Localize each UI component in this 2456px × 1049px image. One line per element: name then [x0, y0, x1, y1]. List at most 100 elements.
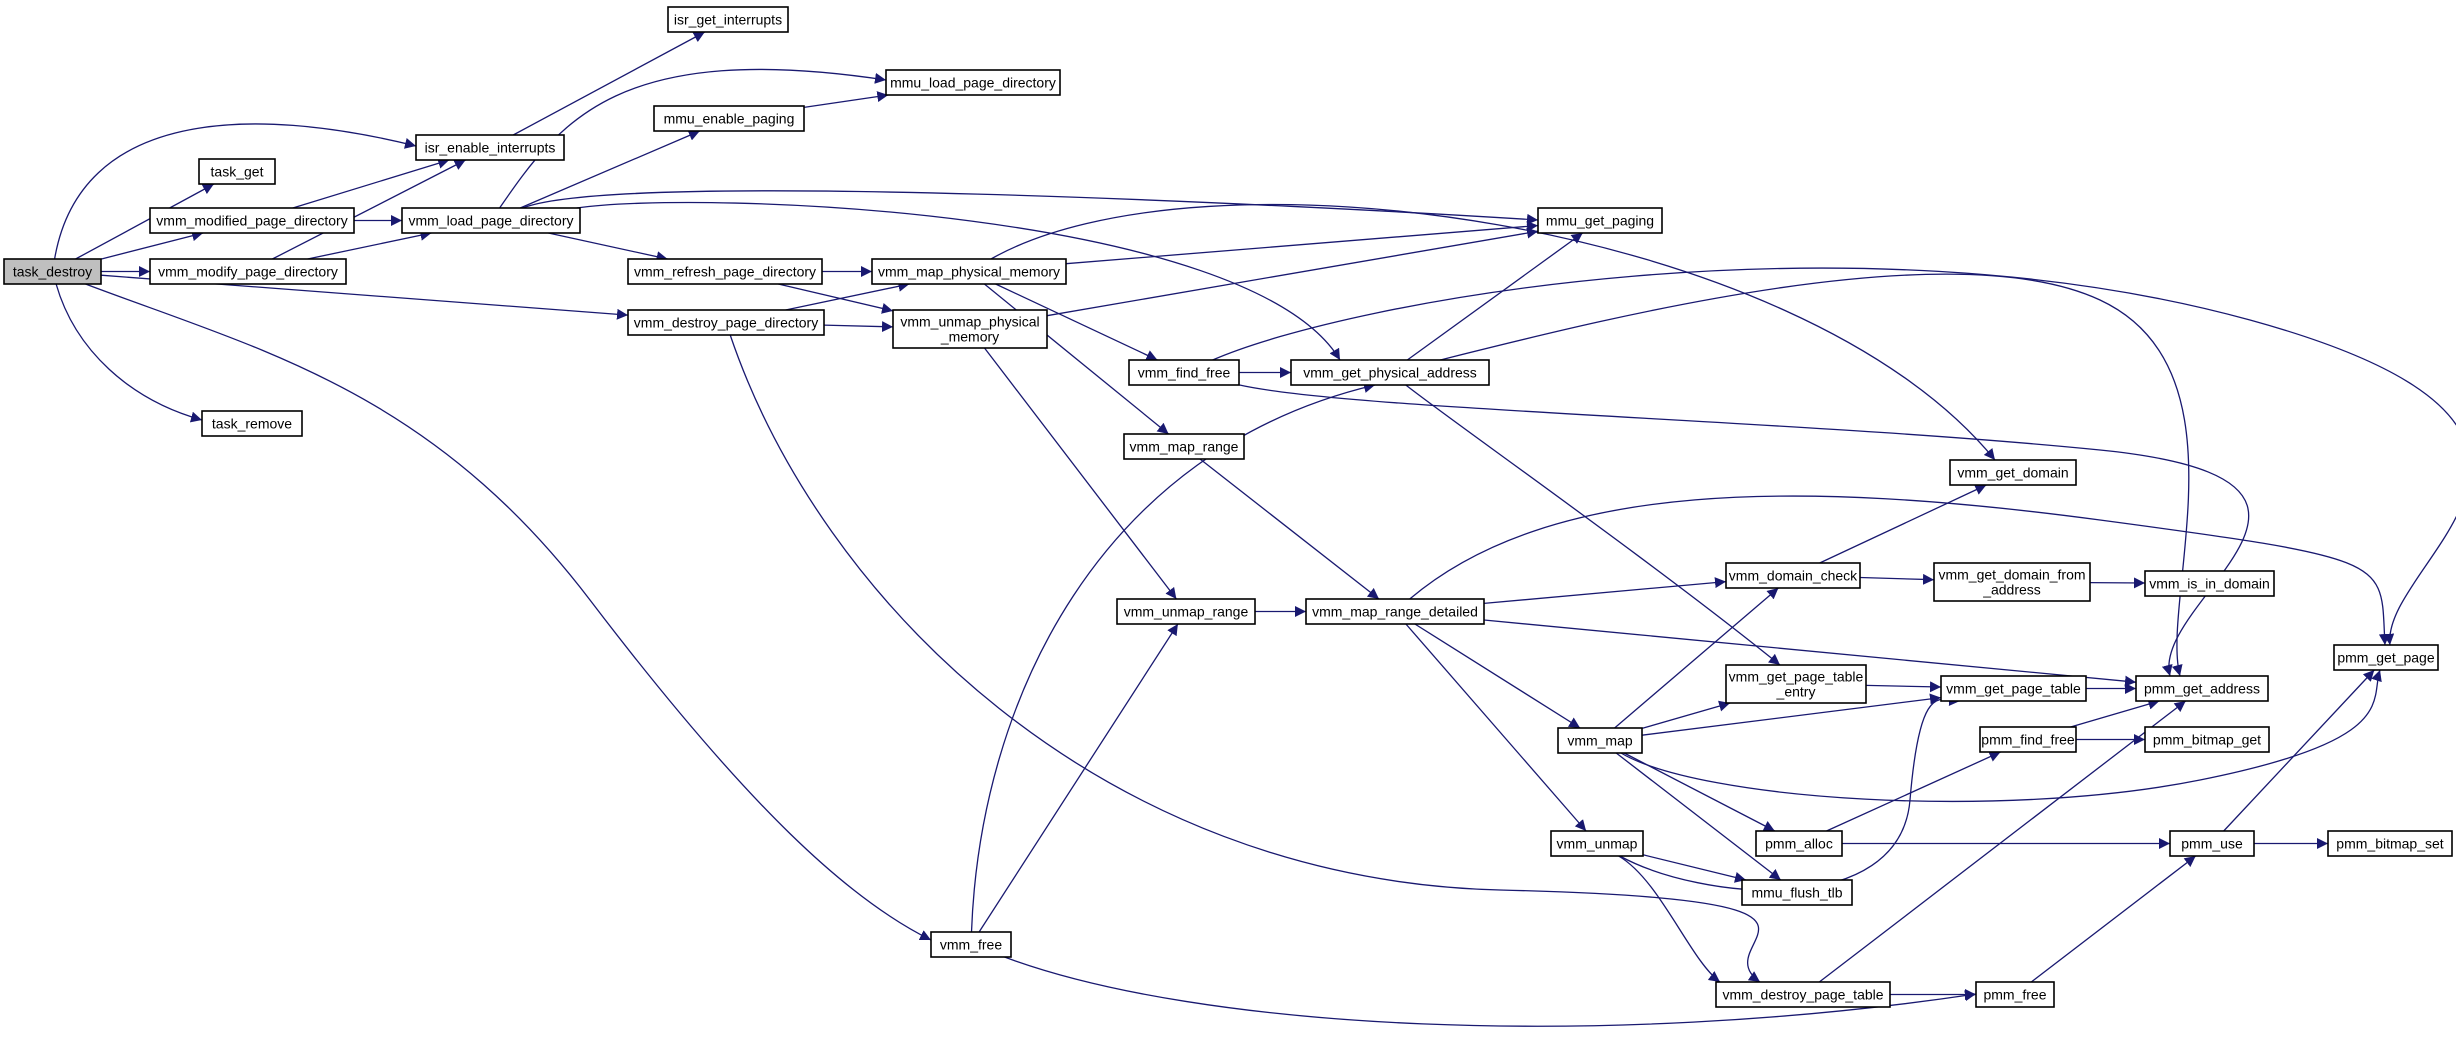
edge-vmm_get_page_table_entry-to-vmm_get_page_table	[1865, 681, 1942, 693]
node-vmm_domain_check[interactable]: vmm_domain_check	[1725, 562, 1861, 589]
edge-vmm_unmap-to-vmm_get_page_table	[1619, 694, 1961, 891]
node-label: vmm_unmap	[1557, 836, 1638, 852]
node-vmm_map[interactable]: vmm_map	[1557, 727, 1643, 754]
node-pmm_alloc[interactable]: pmm_alloc	[1755, 830, 1843, 857]
node-vmm_get_page_table[interactable]: vmm_get_page_table	[1940, 675, 2087, 702]
edge-isr_enable_interrupts-to-isr_get_interrupts	[512, 31, 706, 136]
node-mmu_get_paging[interactable]: mmu_get_paging	[1537, 207, 1663, 234]
node-vmm_map_physical_memory[interactable]: vmm_map_physical_memory	[871, 258, 1067, 285]
node-pmm_free[interactable]: pmm_free	[1975, 981, 2055, 1008]
edge-vmm_free-to-vmm_unmap_range	[978, 623, 1179, 933]
node-task_get[interactable]: task_get	[198, 158, 276, 185]
edge-vmm_map_range_detailed-to-vmm_unmap	[1405, 623, 1587, 832]
node-label: vmm_get_page_table	[1946, 681, 2081, 697]
edge-task_destroy-to-vmm_free	[85, 283, 932, 941]
edge-vmm_find_free-to-pmm_get_page	[1212, 267, 2456, 646]
node-box	[2327, 830, 2453, 857]
edge-vmm_map_physical_memory-to-mmu_get_paging	[1065, 220, 1539, 265]
edge-vmm_map-to-vmm_get_page_table	[1641, 693, 1942, 736]
edge-task_destroy-to-isr_enable_interrupts	[53, 123, 417, 260]
node-label: vmm_refresh_page_directory	[634, 264, 816, 280]
node-label: vmm_get_domain	[1957, 465, 2068, 481]
edge-vmm_map-to-vmm_domain_check	[1614, 587, 1779, 729]
node-vmm_unmap_range[interactable]: vmm_unmap_range	[1116, 598, 1256, 625]
edge-vmm_modify_page_directory-to-isr_enable_interrupts	[272, 159, 466, 260]
node-label: vmm_map	[1567, 733, 1633, 749]
node-vmm_map_range[interactable]: vmm_map_range	[1123, 433, 1245, 460]
node-mmu_enable_paging[interactable]: mmu_enable_paging	[653, 105, 805, 132]
node-vmm_destroy_page_table[interactable]: vmm_destroy_page_table	[1715, 981, 1891, 1008]
node-label: vmm_map_range	[1130, 439, 1239, 455]
node-box	[1550, 830, 1644, 857]
node-task_destroy[interactable]: task_destroy	[3, 258, 102, 285]
node-label: vmm_get_domain_from	[1938, 567, 2085, 583]
node-label: task_destroy	[13, 264, 92, 280]
node-vmm_destroy_page_directory[interactable]: vmm_destroy_page_directory	[627, 309, 825, 336]
node-box	[1725, 562, 1861, 589]
node-box	[201, 410, 303, 437]
node-isr_enable_interrupts[interactable]: isr_enable_interrupts	[415, 134, 565, 161]
edge-vmm_load_page_directory-to-mmu_get_paging	[522, 190, 1539, 225]
node-vmm_unmap[interactable]: vmm_unmap	[1550, 830, 1644, 857]
edge-task_destroy-to-task_get	[75, 183, 215, 260]
edge-vmm_map-to-pmm_get_page	[1620, 669, 2382, 803]
node-box	[2333, 644, 2439, 671]
node-label: vmm_modified_page_directory	[156, 213, 347, 229]
edge-vmm_map_range_detailed-to-pmm_get_page	[1409, 495, 2390, 646]
node-vmm_get_domain_from_address[interactable]: vmm_get_domain_from_address	[1933, 562, 2091, 602]
edge-vmm_unmap_physical_memory-to-vmm_unmap_range	[983, 347, 1177, 600]
node-label: vmm_map_physical_memory	[878, 264, 1060, 280]
node-pmm_bitmap_get[interactable]: pmm_bitmap_get	[2144, 726, 2270, 753]
node-vmm_unmap_physical_memory[interactable]: vmm_unmap_physical_memory	[892, 309, 1048, 349]
node-vmm_get_page_table_entry[interactable]: vmm_get_page_table_entry	[1725, 664, 1867, 704]
edge-vmm_modify_page_directory-to-vmm_load_page_directory	[307, 229, 432, 260]
node-isr_get_interrupts[interactable]: isr_get_interrupts	[667, 6, 789, 33]
node-label: vmm_find_free	[1138, 365, 1231, 381]
node-pmm_use[interactable]: pmm_use	[2169, 830, 2255, 857]
edge-vmm_get_physical_address-to-mmu_get_paging	[1406, 232, 1584, 361]
node-box	[1557, 727, 1643, 754]
node-box	[149, 207, 355, 234]
node-vmm_refresh_page_directory[interactable]: vmm_refresh_page_directory	[627, 258, 823, 285]
node-label: pmm_free	[1983, 987, 2046, 1003]
edge-vmm_destroy_page_directory-to-vmm_destroy_page_table	[729, 334, 1761, 983]
edge-pmm_use-to-pmm_get_page	[2223, 669, 2375, 832]
node-vmm_map_range_detailed[interactable]: vmm_map_range_detailed	[1305, 598, 1485, 625]
node-mmu_flush_tlb[interactable]: mmu_flush_tlb	[1741, 879, 1853, 906]
node-vmm_load_page_directory[interactable]: vmm_load_page_directory	[401, 207, 581, 234]
node-vmm_get_domain[interactable]: vmm_get_domain	[1949, 459, 2077, 486]
node-pmm_bitmap_set[interactable]: pmm_bitmap_set	[2327, 830, 2453, 857]
node-label: pmm_alloc	[1765, 836, 1833, 852]
node-vmm_free[interactable]: vmm_free	[930, 931, 1012, 958]
node-mmu_load_page_directory[interactable]: mmu_load_page_directory	[885, 69, 1061, 96]
edge-vmm_modified_page_directory-to-isr_enable_interrupts	[292, 157, 450, 209]
edge-vmm_free-to-pmm_free	[1004, 956, 1977, 1027]
edge-vmm_domain_check-to-vmm_get_domain	[1819, 484, 1987, 564]
node-vmm_modify_page_directory[interactable]: vmm_modify_page_directory	[149, 258, 347, 285]
edge-mmu_enable_paging-to-mmu_load_page_directory	[803, 91, 889, 109]
node-pmm_get_address[interactable]: pmm_get_address	[2135, 675, 2269, 702]
node-pmm_find_free[interactable]: pmm_find_free	[1979, 726, 2077, 753]
node-task_remove[interactable]: task_remove	[201, 410, 303, 437]
edge-vmm_map-to-mmu_flush_tlb	[1615, 752, 1782, 881]
node-vmm_find_free[interactable]: vmm_find_free	[1128, 359, 1240, 386]
node-box	[1537, 207, 1663, 234]
node-box	[2144, 726, 2270, 753]
node-pmm_get_page[interactable]: pmm_get_page	[2333, 644, 2439, 671]
node-label: vmm_modify_page_directory	[158, 264, 338, 280]
node-label: task_remove	[212, 416, 292, 432]
node-box	[667, 6, 789, 33]
node-label: _entry	[1776, 684, 1816, 700]
node-box	[1123, 433, 1245, 460]
edge-vmm_unmap_physical_memory-to-mmu_get_paging	[1046, 227, 1539, 317]
edge-vmm_map_physical_memory-to-vmm_get_domain	[990, 204, 1996, 461]
node-label: mmu_get_paging	[1546, 213, 1654, 229]
node-label: task_get	[211, 164, 264, 180]
edge-task_destroy-to-task_remove	[55, 283, 203, 423]
node-label: mmu_enable_paging	[664, 111, 795, 127]
node-vmm_modified_page_directory[interactable]: vmm_modified_page_directory	[149, 207, 355, 234]
node-box	[1725, 664, 1867, 704]
node-vmm_is_in_domain[interactable]: vmm_is_in_domain	[2144, 570, 2275, 597]
node-vmm_get_physical_address[interactable]: vmm_get_physical_address	[1290, 359, 1490, 386]
edge-vmm_map-to-vmm_get_page_table_entry	[1641, 700, 1731, 730]
